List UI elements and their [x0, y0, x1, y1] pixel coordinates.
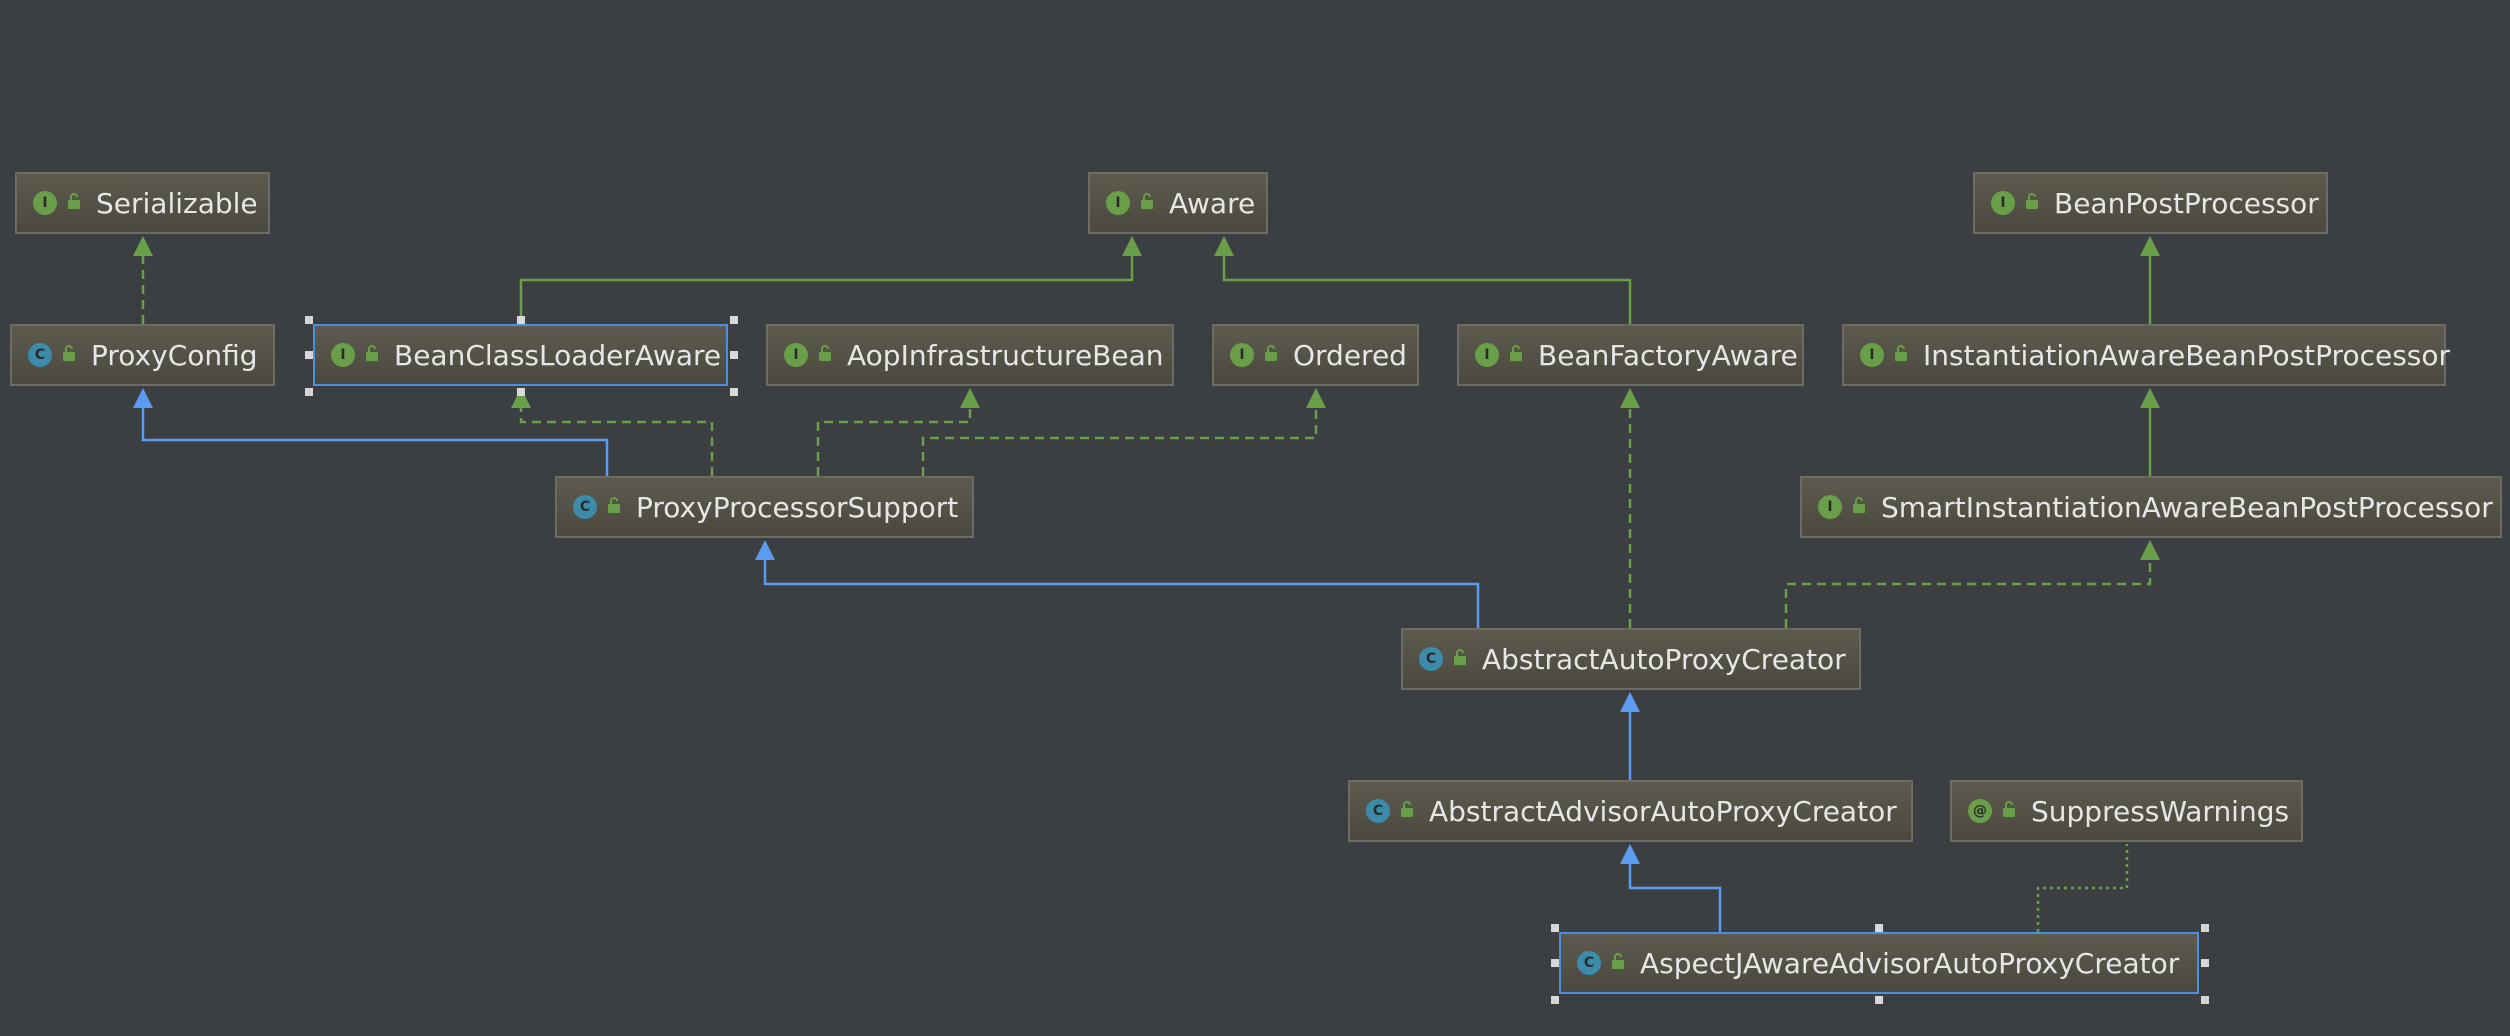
class-icon: C [573, 495, 597, 519]
selection-handle[interactable] [1875, 996, 1883, 1004]
interface-icon: I [33, 191, 57, 215]
public-lock-icon [1452, 648, 1468, 670]
node-label: Aware [1169, 186, 1256, 220]
public-lock-icon [1263, 344, 1279, 366]
node-label: AbstractAdvisorAutoProxyCreator [1429, 794, 1897, 828]
public-lock-icon [1508, 344, 1524, 366]
node-instantiationawarebeanpostprocessor[interactable]: I InstantiationAwareBeanPostProcessor [1842, 324, 2450, 386]
node-label: AspectJAwareAdvisorAutoProxyCreator [1640, 946, 2180, 980]
node-label: BeanClassLoaderAware [394, 338, 722, 372]
edge-smartinstantiationawarebeanpostprocessor-to-instantiationawarebeanpostprocessor [2140, 388, 2160, 476]
node-ordered[interactable]: I Ordered [1212, 324, 1419, 386]
node-beanclassloaderaware[interactable]: I BeanClassLoaderAware [313, 324, 728, 386]
node-serializable[interactable]: I Serializable [15, 172, 270, 234]
node-label: BeanFactoryAware [1538, 338, 1798, 372]
node-suppresswarnings[interactable]: @ SuppressWarnings [1950, 780, 2303, 842]
public-lock-icon [1893, 344, 1909, 366]
edge-proxyprocessorsupport-to-ordered [921, 388, 1326, 476]
node-label: SuppressWarnings [2031, 794, 2290, 828]
selection-handle[interactable] [305, 316, 313, 324]
public-lock-icon [606, 496, 622, 518]
edge-abstractautoproxycreator-to-smartinstantiationawarebeanpostprocessor [1784, 540, 2160, 628]
selection-handle[interactable] [2201, 996, 2209, 1004]
node-proxyconfig[interactable]: C ProxyConfig [10, 324, 275, 386]
selection-handle[interactable] [730, 316, 738, 324]
public-lock-icon [2001, 800, 2017, 822]
edge-aspectjawareadvisorautoproxycreator-to-abstractadvisorautoproxycreator [1620, 844, 1722, 932]
interface-icon: I [1475, 343, 1499, 367]
node-label: Serializable [96, 186, 258, 220]
selection-handle[interactable] [516, 388, 525, 396]
edge-beanclassloaderaware-to-aware [519, 236, 1142, 324]
annotation-icon: @ [1968, 799, 1992, 823]
edge-proxyprocessorsupport-to-proxyconfig [133, 388, 609, 476]
class-icon: C [1366, 799, 1390, 823]
node-label: InstantiationAwareBeanPostProcessor [1923, 338, 2451, 372]
interface-icon: I [1230, 343, 1254, 367]
interface-icon: I [1991, 191, 2015, 215]
class-icon: C [1419, 647, 1443, 671]
node-aopinfrastructurebean[interactable]: I AopInfrastructureBean [766, 324, 1174, 386]
public-lock-icon [817, 344, 833, 366]
edge-abstractadvisorautoproxycreator-to-abstractautoproxycreator [1620, 692, 1640, 780]
public-lock-icon [61, 344, 77, 366]
selection-handle[interactable] [1551, 959, 1559, 967]
class-icon: C [1577, 951, 1601, 975]
selection-handle[interactable] [1875, 924, 1883, 932]
node-label: AopInfrastructureBean [847, 338, 1164, 372]
node-label: ProxyProcessorSupport [636, 490, 959, 524]
interface-icon: I [331, 343, 355, 367]
selection-handle[interactable] [730, 351, 738, 359]
node-aspectjawareadvisorautoproxycreator[interactable]: C AspectJAwareAdvisorAutoProxyCreator [1559, 932, 2199, 994]
node-smartinstantiationawarebeanpostprocessor[interactable]: I SmartInstantiationAwareBeanPostProcesso… [1800, 476, 2502, 538]
node-label: AbstractAutoProxyCreator [1482, 642, 1846, 676]
selection-handle[interactable] [2201, 924, 2209, 932]
node-label: SmartInstantiationAwareBeanPostProcessor [1881, 490, 2493, 524]
selection-handle[interactable] [305, 351, 313, 359]
public-lock-icon [364, 344, 380, 366]
node-abstractautoproxycreator[interactable]: C AbstractAutoProxyCreator [1401, 628, 1861, 690]
class-icon: C [28, 343, 52, 367]
node-proxyprocessorsupport[interactable]: C ProxyProcessorSupport [555, 476, 974, 538]
selection-handle[interactable] [1551, 924, 1559, 932]
interface-icon: I [784, 343, 808, 367]
selection-handle[interactable] [1551, 996, 1559, 1004]
interface-icon: I [1860, 343, 1884, 367]
public-lock-icon [1851, 496, 1867, 518]
edge-proxyprocessorsupport-to-beanclassloaderaware [511, 388, 714, 476]
public-lock-icon [66, 192, 82, 214]
node-beanfactoryaware[interactable]: I BeanFactoryAware [1457, 324, 1804, 386]
edge-beanfactoryaware-to-aware [1214, 236, 1632, 324]
edge-proxyprocessorsupport-to-aopinfrastructurebean [816, 388, 980, 476]
interface-icon: I [1818, 495, 1842, 519]
public-lock-icon [1139, 192, 1155, 214]
edge-abstractautoproxycreator-to-proxyprocessorsupport [755, 540, 1480, 628]
node-label: BeanPostProcessor [2054, 186, 2319, 220]
edge-abstractautoproxycreator-to-beanfactoryaware [1620, 388, 1640, 628]
node-abstractadvisorautoproxycreator[interactable]: C AbstractAdvisorAutoProxyCreator [1348, 780, 1913, 842]
selection-handle[interactable] [305, 388, 313, 396]
selection-handle[interactable] [730, 388, 738, 396]
edge-proxyconfig-to-serializable [133, 236, 153, 324]
selection-handle[interactable] [2201, 959, 2209, 967]
public-lock-icon [2024, 192, 2040, 214]
node-label: ProxyConfig [91, 338, 258, 372]
selection-handle[interactable] [516, 316, 525, 324]
public-lock-icon [1610, 952, 1626, 974]
node-aware[interactable]: I Aware [1088, 172, 1268, 234]
edge-instantiationawarebeanpostprocessor-to-beanpostprocessor [2140, 236, 2160, 324]
interface-icon: I [1106, 191, 1130, 215]
edge-aspectjawareadvisorautoproxycreator-to-suppresswarnings [2036, 844, 2129, 932]
node-label: Ordered [1293, 338, 1407, 372]
public-lock-icon [1399, 800, 1415, 822]
node-beanpostprocessor[interactable]: I BeanPostProcessor [1973, 172, 2328, 234]
